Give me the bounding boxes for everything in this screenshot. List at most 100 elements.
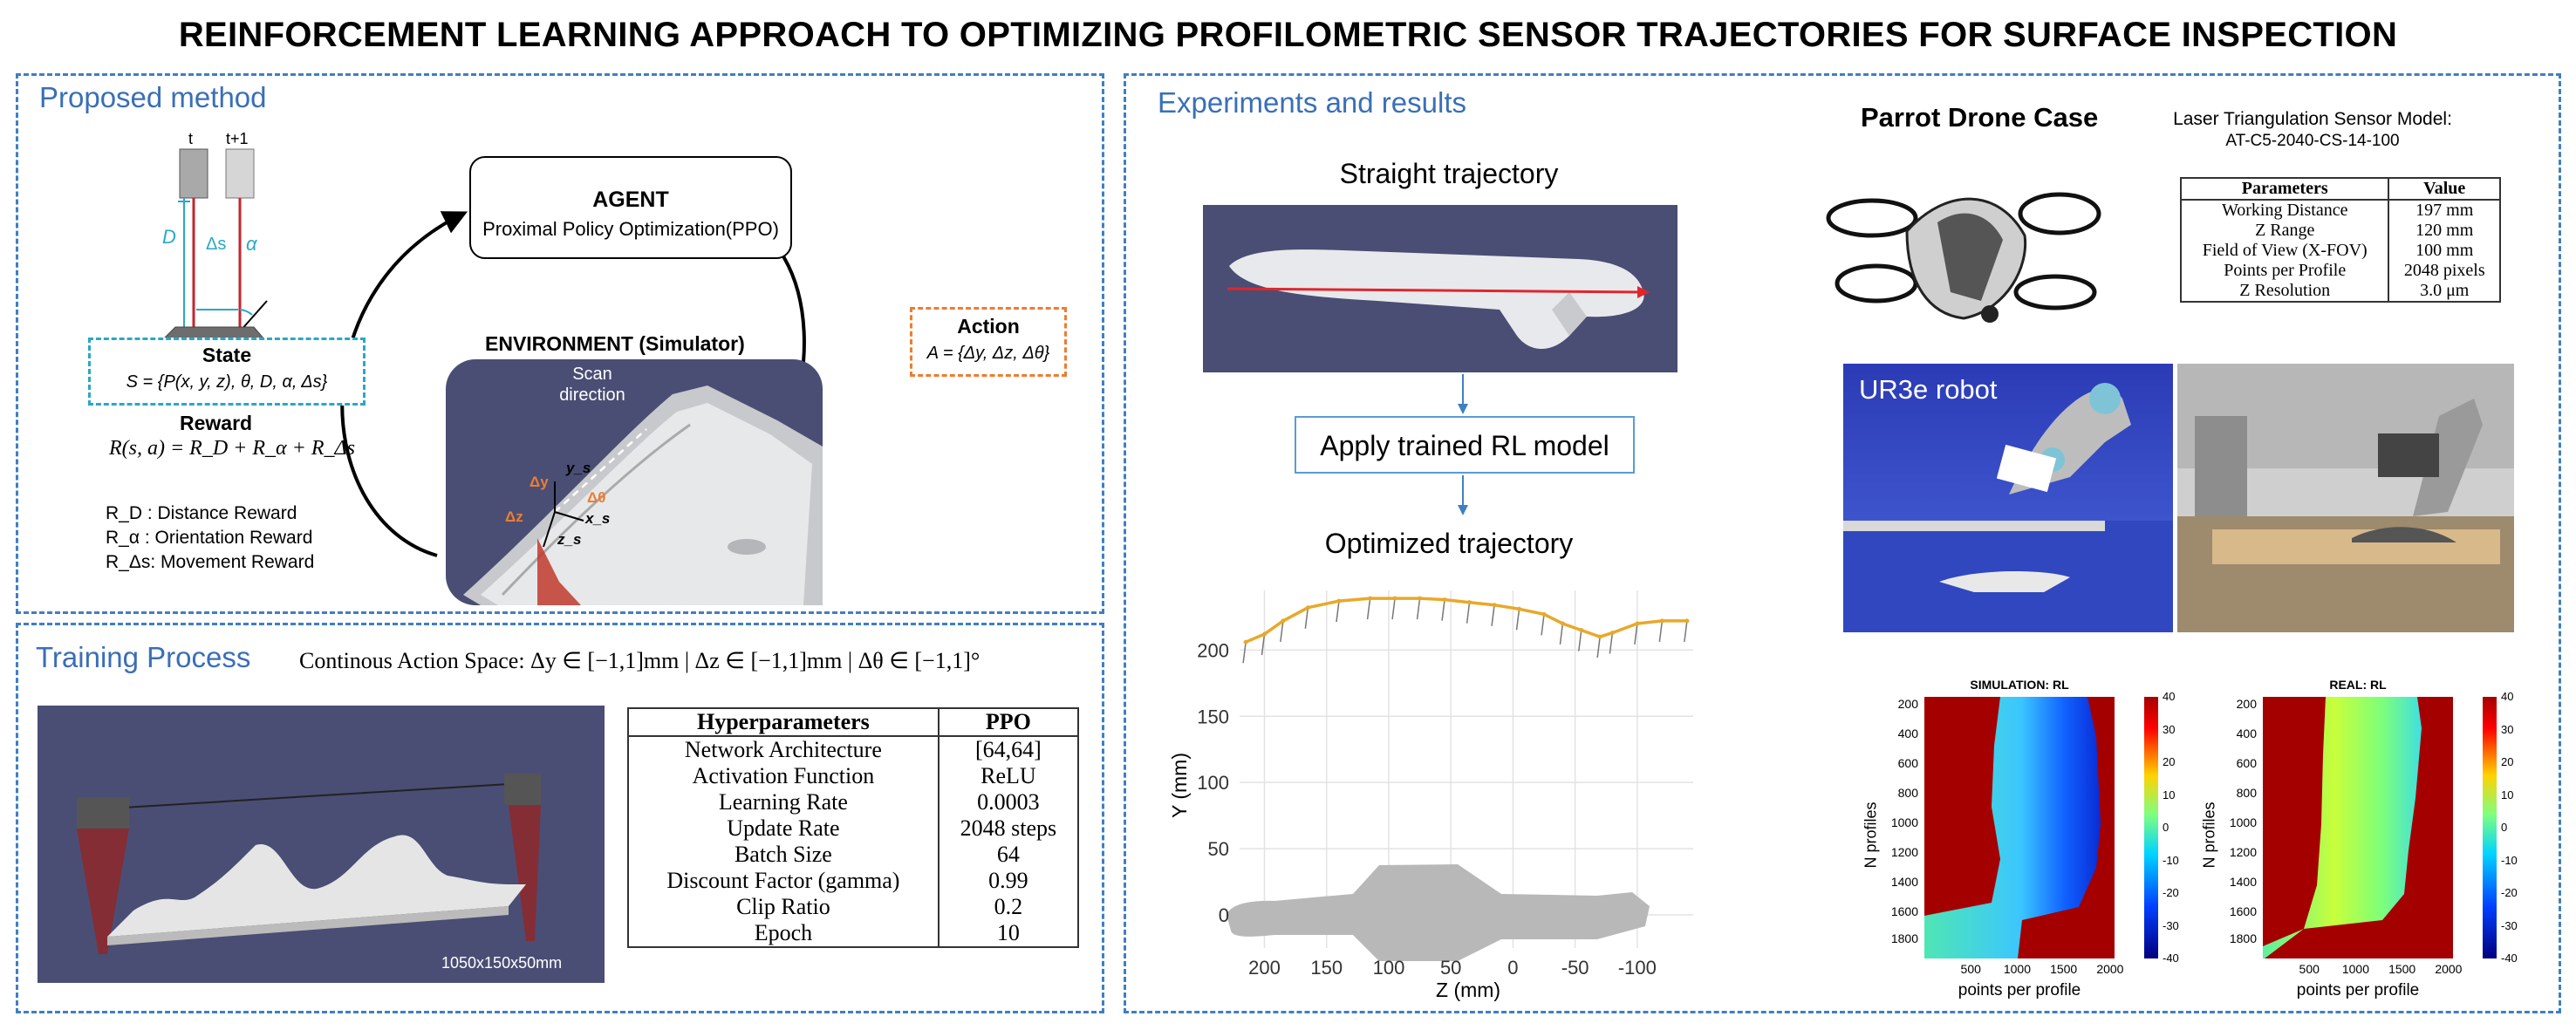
sensor-t: [179, 148, 208, 199]
heatmap-y-tick: 1400: [2229, 875, 2257, 889]
hp-value: [64,64]: [937, 736, 1077, 763]
heatmap-x-tick: 1000: [2341, 962, 2370, 976]
hp-row: Discount Factor (gamma)0.99: [629, 868, 1077, 894]
colorbar-tick: 20: [2163, 755, 2176, 768]
ys-label: y_s: [566, 460, 591, 476]
y-tick-label: 50: [1208, 838, 1229, 860]
heatmap-x-tick: 1500: [2050, 962, 2078, 976]
dtheta-label: Δθ: [587, 489, 606, 506]
hp-value: 10: [937, 920, 1077, 946]
d-label: D: [162, 226, 176, 248]
trajectory-normal: [1336, 601, 1340, 623]
trajectory-normal: [1684, 620, 1688, 643]
heatmap-title: SIMULATION: RL: [1970, 678, 2069, 692]
heatmap-simulation: [1924, 697, 2158, 958]
heatmap-y-tick: 1200: [2229, 845, 2257, 859]
agent-title: AGENT: [592, 188, 669, 212]
apply-model-label: Apply trained RL model: [1320, 430, 1609, 461]
alpha-label: α: [246, 233, 257, 255]
sensor-header-value: Value: [2388, 179, 2499, 201]
training-heading: Training Process: [36, 641, 251, 673]
heatmap-y-tick: 600: [2236, 756, 2257, 770]
heatmap-y-tick: 1200: [1890, 845, 1918, 859]
agent-box: AGENT Proximal Policy Optimization(PPO): [469, 156, 792, 259]
colorbar-tick: 0: [2163, 821, 2169, 834]
heatmap-y-tick: 200: [1897, 697, 1918, 711]
heatmap-y-tick: 1000: [2229, 815, 2257, 829]
colorbar-tick: 0: [2501, 821, 2508, 834]
ur3e-label: UR3e robot: [1859, 374, 1998, 405]
sensor-model-title: Laser Triangulation Sensor Model:: [2173, 109, 2452, 129]
heatmap-x-label: points per profile: [2296, 981, 2420, 999]
hp-table-body: Network Architecture[64,64]Activation Fu…: [629, 736, 1077, 946]
heatmap-x-tick: 2000: [2435, 962, 2463, 976]
scan-direction-label: Scan direction: [559, 365, 625, 405]
proposed-method-panel: Proposed method t t+1 D Δs α AGENT Proxi…: [16, 73, 1104, 614]
x-tick-label: 0: [1507, 957, 1518, 979]
sensor-param: Working Distance: [2182, 200, 2390, 221]
colorbar-tick: 40: [2501, 690, 2514, 703]
sensor-value: 3.0 μm: [2388, 281, 2499, 301]
chart-x-label: Z (mm): [1436, 979, 1501, 1001]
heatmap-y-tick: 1800: [2229, 931, 2257, 945]
apply-model-box: Apply trained RL model: [1295, 416, 1635, 474]
hp-param: Discount Factor (gamma): [629, 868, 940, 894]
hp-value: 64: [937, 842, 1077, 868]
colorbar-tick: -40: [2501, 952, 2518, 965]
sensor-param: Z Resolution: [2182, 281, 2390, 301]
hp-value: 0.99: [937, 868, 1077, 894]
trajectory-normal: [1609, 632, 1614, 654]
trajectory-normal: [1391, 598, 1396, 620]
hp-param: Update Rate: [629, 815, 940, 842]
action-space-text: Continous Action Space: Δy ∈ [−1,1]mm | …: [299, 648, 981, 673]
hp-param: Batch Size: [629, 842, 940, 868]
hp-value: 2048 steps: [937, 815, 1077, 842]
heatmap-y-tick: 1600: [1890, 904, 1918, 918]
sensor-value: 100 mm: [2388, 241, 2499, 261]
colorbar-tick: -30: [2163, 918, 2179, 932]
colorbar-tick: -40: [2163, 952, 2179, 965]
trajectory-normal: [1416, 598, 1421, 620]
heatmap-y-tick: 400: [2236, 726, 2257, 740]
hp-header-param: Hyperparameters: [629, 709, 940, 737]
x-tick-label: 50: [1440, 957, 1461, 979]
trajectory-normal: [1261, 634, 1266, 656]
straight-trajectory-title: Straight trajectory: [1339, 158, 1559, 189]
x-tick-label: 200: [1248, 957, 1281, 979]
state-box: State S = {P(x, y, z), θ, D, α, Δs}: [88, 338, 366, 406]
colorbar-tick: 10: [2501, 788, 2514, 801]
reward-movement: R_Δs: Movement Reward: [106, 552, 315, 572]
hp-param: Network Architecture: [629, 736, 940, 763]
heatmap-y-tick: 400: [1897, 726, 1918, 740]
ds-label: Δs: [206, 235, 227, 254]
sensor-param: Z Range: [2182, 221, 2390, 241]
x-tick-label: -50: [1561, 957, 1589, 979]
parrot-drone-image: [1826, 192, 2101, 323]
training-panel: Training Process Continous Action Space:…: [16, 623, 1104, 1013]
x-tick-label: -100: [1618, 957, 1657, 979]
sensor-row: Field of View (X-FOV)100 mm: [2182, 241, 2499, 261]
flow-arrow-1: [1458, 374, 1468, 414]
state-equation: S = {P(x, y, z), θ, D, α, Δs}: [126, 372, 328, 392]
sensor-value: 2048 pixels: [2388, 261, 2499, 281]
zs-label: z_s: [557, 531, 582, 548]
heatmap-y-tick: 800: [1897, 786, 1918, 800]
proposed-method-heading: Proposed method: [39, 81, 267, 113]
heatmap-y-tick: 1400: [1890, 875, 1918, 889]
hyperparameter-table-wrap: Hyperparameters PPO Network Architecture…: [627, 707, 1079, 948]
action-title: Action: [957, 315, 1020, 338]
colorbar-tick: 30: [2163, 722, 2176, 736]
sensor-t1: [225, 148, 255, 199]
y-tick-label: 0: [1219, 904, 1229, 926]
heatmap-y-tick: 600: [1897, 756, 1918, 770]
